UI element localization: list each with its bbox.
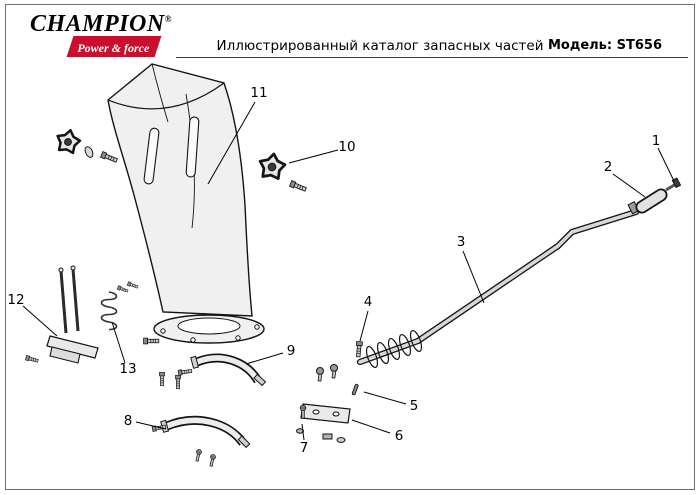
worm-spiral [365,329,423,369]
chute-knob-left [53,126,119,164]
brand-name: CHAMPION® [30,11,172,37]
callout-numbers: 1 2 3 4 5 6 7 8 9 10 11 12 13 [7,85,660,456]
callout-2: 2 [604,159,613,175]
chute-assembly [107,63,265,344]
callout-10: 10 [338,139,355,155]
support-bracket-part12 [25,265,99,364]
clamp-part8 [151,415,251,467]
crank-rod-assembly [356,177,682,369]
screw-part7 [296,404,307,434]
flange-bolts [143,337,181,390]
callout-8: 8 [124,413,133,429]
callout-7: 7 [300,440,309,456]
chute-knob-right [256,150,308,193]
spring-part13 [100,281,139,331]
pin-part5 [351,383,359,396]
trademark-symbol: ® [164,14,172,24]
tip-bolt [665,177,682,192]
callout-13: 13 [119,361,136,377]
model-label: Модель: ST656 [547,38,662,53]
page-title: Иллюстрированный каталог запасных частей [216,38,544,54]
callout-11: 11 [250,85,267,101]
callout-6: 6 [395,428,404,444]
callout-3: 3 [457,234,466,250]
callout-12: 12 [7,292,24,308]
callout-9: 9 [287,343,296,359]
callout-lines [22,101,675,441]
bolt-part4 [354,340,363,358]
champion-logo: CHAMPION® Power & force [30,7,180,57]
bracket-part6 [300,364,351,443]
callout-1: 1 [652,133,661,149]
callout-5: 5 [410,398,419,414]
clamp-part9 [177,353,267,387]
header-divider [176,57,688,58]
callout-4: 4 [364,294,373,310]
